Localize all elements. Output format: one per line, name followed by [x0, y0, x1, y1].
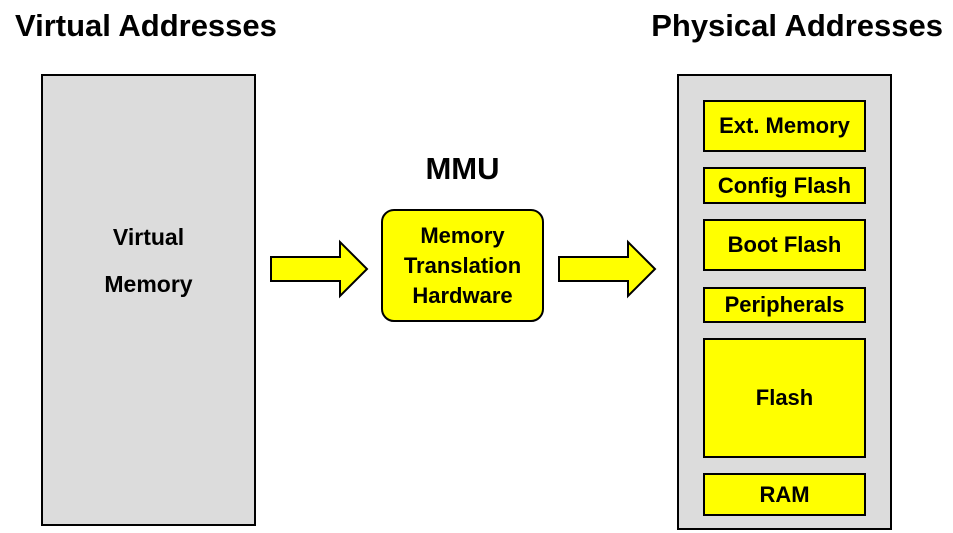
physical-addresses-heading: Physical Addresses — [651, 8, 943, 43]
region-config-flash: Config Flash — [703, 167, 866, 204]
virtual-memory-label-line2: Memory — [104, 271, 193, 297]
region-ram: RAM — [703, 473, 866, 516]
region-peripherals: Peripherals — [703, 287, 866, 323]
mmu-box-line: Memory — [420, 222, 505, 248]
mmu-translation-hardware-box: Memory Translation Hardware — [381, 209, 544, 322]
region-flash: Flash — [703, 338, 866, 458]
region-boot-flash: Boot Flash — [703, 219, 866, 271]
virtual-memory-block: Virtual Memory — [41, 74, 256, 526]
arrow-right-icon — [558, 239, 657, 299]
virtual-memory-label-line1: Virtual — [112, 224, 185, 250]
region-ext-memory: Ext. Memory — [703, 100, 866, 152]
arrow-right-icon — [270, 239, 369, 299]
mmu-box-line: Translation — [403, 252, 522, 278]
mmu-label: MMU — [425, 151, 500, 186]
virtual-addresses-heading: Virtual Addresses — [15, 8, 277, 43]
mmu-box-line: Hardware — [412, 282, 513, 308]
